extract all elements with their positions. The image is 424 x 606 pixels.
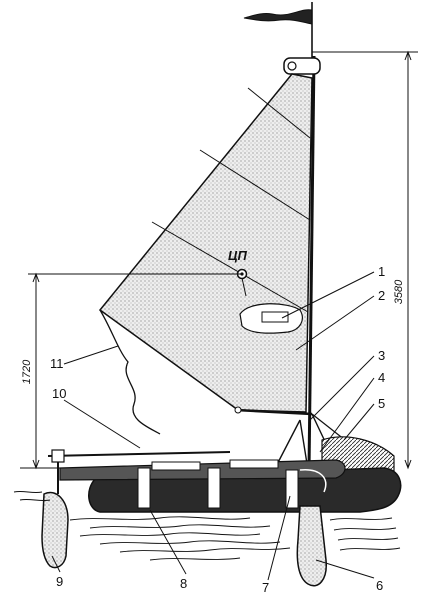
callout-2: 2: [378, 288, 385, 303]
tiller: [47, 451, 231, 457]
callout-7: 7: [262, 580, 269, 595]
callout-8: 8: [180, 576, 187, 591]
rudder: [41, 491, 69, 569]
callout-5: 5: [378, 396, 385, 411]
boom: [235, 408, 313, 416]
ce-label: ЦП: [228, 248, 247, 263]
mast-height-dimension: 3580: [393, 279, 405, 304]
sail: [98, 73, 313, 413]
callout-1: 1: [378, 264, 385, 279]
leeboard: [296, 505, 327, 587]
sheet-line: [99, 309, 161, 435]
pennant-flag: [243, 9, 313, 25]
callout-3: 3: [378, 348, 385, 363]
callout-10: 10: [52, 386, 66, 401]
callout-6: 6: [376, 578, 383, 593]
callout-11: 11: [50, 356, 64, 371]
ce-height-dimension: 1720: [21, 359, 33, 384]
mast: [307, 55, 316, 471]
callout-4: 4: [378, 370, 385, 385]
callout-9: 9: [56, 574, 63, 589]
water-surface: [13, 490, 401, 561]
